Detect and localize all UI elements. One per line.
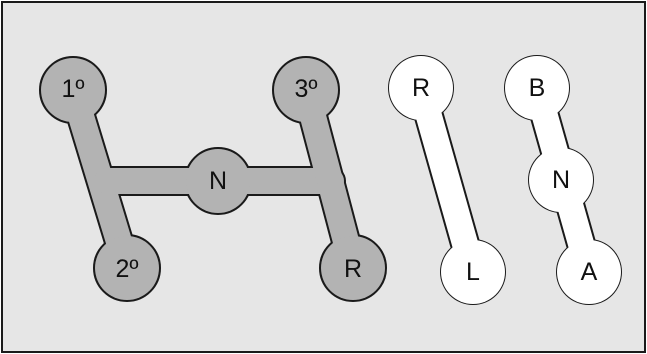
bna-middle-label: N [552,166,570,194]
rl-top-label: R [412,74,430,102]
reverse-label: R [344,255,362,283]
gear-2-label: 2º [115,255,138,283]
reverse-position [321,236,385,300]
bna-middle-position [529,148,593,212]
rl-top-position [389,56,453,120]
gear-3-position [274,58,338,122]
gear-1-label: 1º [61,75,84,103]
rl-bottom-label: L [466,258,480,286]
bna-bottom-label: A [581,258,598,286]
rl-bottom-position [441,240,505,304]
gear-2-position [95,236,159,300]
bna-bottom-position [557,240,621,304]
manual-shift-gate: 1º 2º N 3º R [39,56,387,302]
neutral-label: N [209,167,227,195]
bna-top-label: B [529,74,546,102]
gear-1-position [41,58,105,122]
rl-shift-gate: R L [388,55,506,305]
bna-top-position [505,56,569,120]
neutral-position [186,149,250,213]
bna-shift-gate: B N A [504,55,622,305]
gear-3-label: 3º [294,75,317,103]
